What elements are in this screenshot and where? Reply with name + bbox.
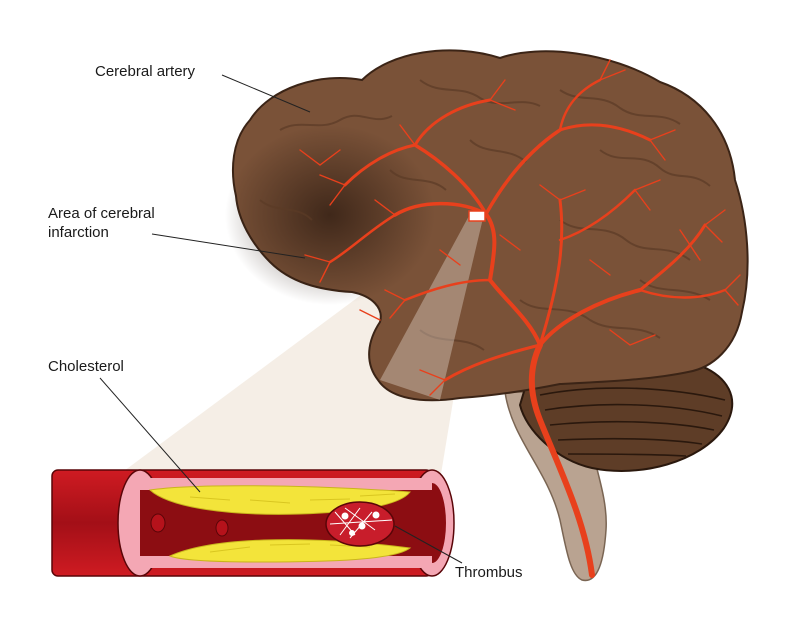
label-area-of-infarction: Area of cerebral infarction (48, 204, 155, 242)
label-infarction-line1: Area of cerebral (48, 205, 155, 222)
leader-lines (99, 74, 463, 564)
label-cholesterol: Cholesterol (48, 358, 124, 375)
artery-section-marker (468, 210, 486, 222)
label-cerebral-artery: Cerebral artery (95, 63, 196, 80)
thrombus-clot (325, 501, 395, 547)
zoom-highlight (380, 214, 484, 400)
artery-tree (299, 59, 741, 578)
red-blood-cell (150, 513, 229, 537)
label-infarction-line2: infarction (48, 224, 109, 241)
label-thrombus: Thrombus (455, 564, 523, 581)
